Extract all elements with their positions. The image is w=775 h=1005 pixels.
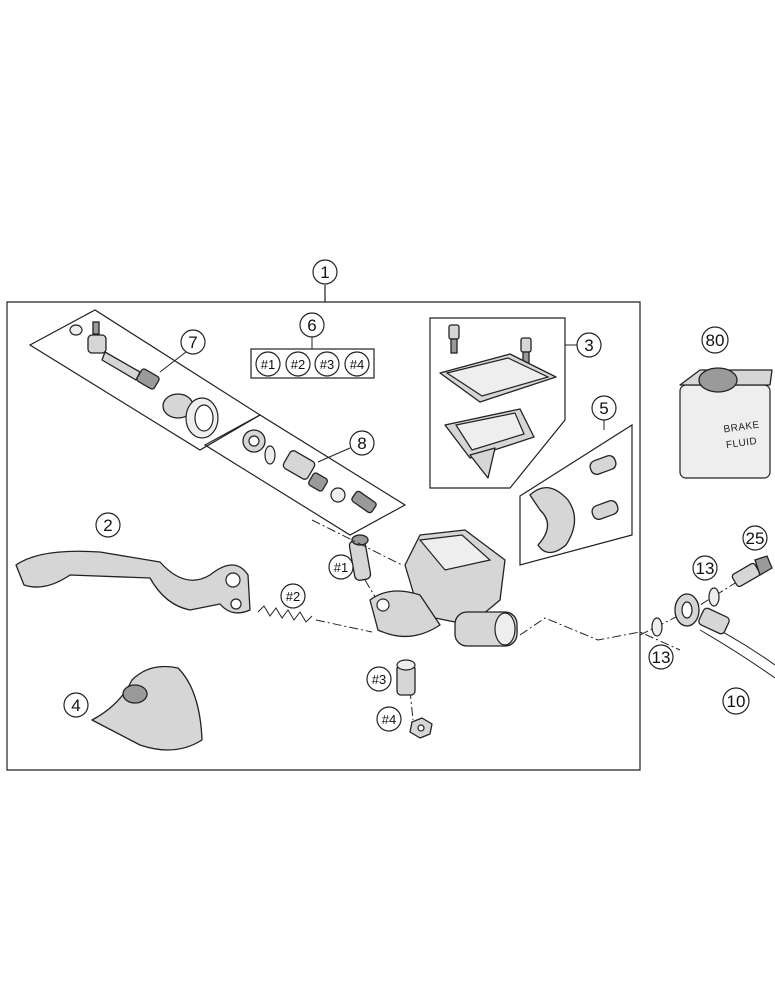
nut <box>409 717 433 739</box>
brake-hose <box>698 607 775 679</box>
master-cylinder <box>369 529 518 647</box>
callout-s2[interactable]: #2 <box>280 583 306 609</box>
callout-13-lower[interactable]: 13 <box>648 644 674 670</box>
banjo-bolt <box>731 555 773 588</box>
fluid-label-line1: BRAKE <box>723 420 761 436</box>
callout-3-label: 3 <box>584 336 593 355</box>
callout-10-label: 10 <box>727 692 746 711</box>
callout-5[interactable]: 5 <box>591 395 617 421</box>
callout-25[interactable]: 25 <box>742 525 768 551</box>
kit-6-item-1[interactable]: #1 <box>255 351 281 377</box>
callout-10[interactable]: 10 <box>722 687 750 715</box>
kit-6-item-2[interactable]: #2 <box>285 351 311 377</box>
callout-s3[interactable]: #3 <box>366 666 392 692</box>
kit-5-panel <box>519 420 633 566</box>
kit-6-panel <box>250 336 375 379</box>
callout-25-label: 25 <box>746 529 765 548</box>
assembly-frame <box>6 285 641 771</box>
callout-2[interactable]: 2 <box>95 512 121 538</box>
callout-80-label: 80 <box>706 331 725 350</box>
banjo-fitting <box>674 593 700 627</box>
callout-4[interactable]: 4 <box>63 692 89 718</box>
callout-6[interactable]: 6 <box>299 312 325 338</box>
washer-left <box>651 617 663 637</box>
kit-8-parts <box>242 429 377 514</box>
lever-guard <box>91 665 203 751</box>
callout-s2-label: #2 <box>286 589 300 604</box>
callout-1-label: 1 <box>320 263 329 282</box>
kit-5-parts <box>529 455 619 554</box>
callout-6-label: 6 <box>307 316 316 335</box>
callout-5-label: 5 <box>599 399 608 418</box>
kit-3-parts <box>439 324 557 479</box>
kit-8-panel <box>203 414 407 536</box>
callout-s1-label: #1 <box>334 560 348 575</box>
callout-7[interactable]: 7 <box>180 329 206 355</box>
callout-s3-label: #3 <box>372 672 386 687</box>
callout-4-label: 4 <box>71 696 80 715</box>
callout-8[interactable]: 8 <box>349 430 375 456</box>
callout-s1[interactable]: #1 <box>328 554 354 580</box>
callout-13-lower-label: 13 <box>652 648 671 667</box>
callout-3[interactable]: 3 <box>576 332 602 358</box>
callout-13-upper-label: 13 <box>696 559 715 578</box>
kit-6-item-4-label: #4 <box>350 357 364 372</box>
brake-fluid-can: BRAKE FLUID <box>679 367 773 479</box>
kit-6-item-1-label: #1 <box>261 357 275 372</box>
pivot-pin <box>348 534 381 606</box>
fluid-label-line2: FLUID <box>725 436 758 451</box>
callout-s4[interactable]: #4 <box>376 706 402 732</box>
callout-1[interactable]: 1 <box>312 259 338 285</box>
kit-6-item-4[interactable]: #4 <box>344 351 370 377</box>
callout-13-upper[interactable]: 13 <box>692 555 718 581</box>
callout-80[interactable]: 80 <box>701 326 729 354</box>
callout-2-label: 2 <box>103 516 112 535</box>
kit-7-parts <box>69 321 219 439</box>
kit-6-item-3-label: #3 <box>320 357 334 372</box>
sleeve <box>396 659 416 696</box>
kit-3-panel <box>429 317 577 489</box>
washer-right <box>708 587 720 607</box>
callout-7-label: 7 <box>188 333 197 352</box>
kit-6-item-3[interactable]: #3 <box>314 351 340 377</box>
kit-6-item-2-label: #2 <box>291 357 305 372</box>
callout-8-label: 8 <box>357 434 366 453</box>
callout-s4-label: #4 <box>382 712 396 727</box>
brake-lever <box>15 550 251 614</box>
spring <box>257 605 373 633</box>
